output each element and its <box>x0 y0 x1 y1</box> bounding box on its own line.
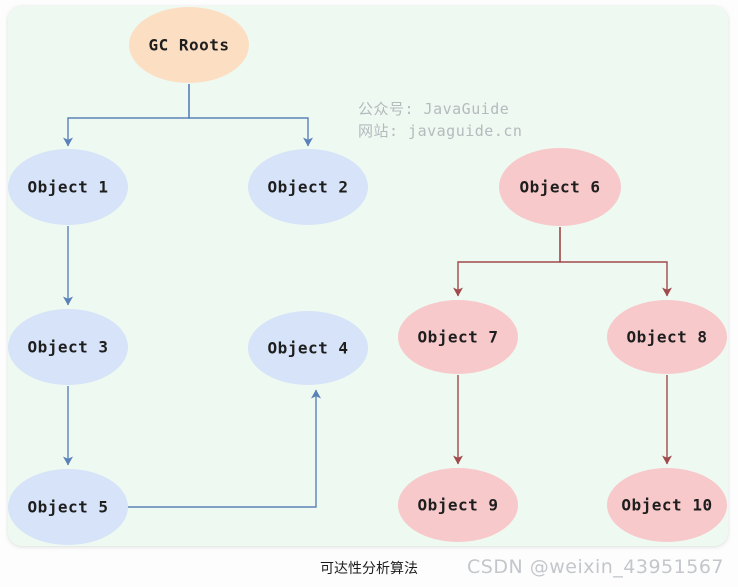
nodes: GC Roots Object 1 Object 2 Object 3 Obje… <box>8 7 727 545</box>
edge-object6-to-object8 <box>559 227 672 297</box>
node-object-4: Object 4 <box>248 311 368 385</box>
edge-gcroots-to-object2 <box>188 84 313 147</box>
node-object-7-shape <box>398 300 518 374</box>
node-object-2-shape <box>248 149 368 225</box>
node-object-9-shape <box>398 468 518 542</box>
node-object-10-label: Object 10 <box>621 496 712 515</box>
node-object-6-label: Object 6 <box>519 178 600 197</box>
javaguide-watermark: 公众号: JavaGuide 网站: javaguide.cn <box>358 98 522 142</box>
node-object-6: Object 6 <box>499 148 621 226</box>
node-object-10-shape <box>607 468 727 542</box>
node-object-4-label: Object 4 <box>267 339 348 358</box>
node-gc-roots: GC Roots <box>129 7 249 83</box>
node-gc-roots-shape <box>129 7 249 83</box>
node-object-6-shape <box>499 148 621 226</box>
edge-object6-to-object7 <box>453 227 561 297</box>
node-object-2-label: Object 2 <box>267 178 348 197</box>
node-object-1-label: Object 1 <box>27 178 108 197</box>
node-object-3-label: Object 3 <box>27 338 108 357</box>
node-object-4-shape <box>248 311 368 385</box>
node-object-5: Object 5 <box>8 469 128 545</box>
node-object-5-label: Object 5 <box>27 498 108 517</box>
node-object-9: Object 9 <box>398 468 518 542</box>
node-object-1: Object 1 <box>8 149 128 225</box>
diagram-panel <box>8 6 728 546</box>
csdn-credit-watermark: CSDN @weixin_43951567 <box>467 556 724 578</box>
node-object-3: Object 3 <box>8 309 128 385</box>
node-object-1-shape <box>8 149 128 225</box>
edges <box>63 84 672 508</box>
node-object-7: Object 7 <box>398 300 518 374</box>
node-object-2: Object 2 <box>248 149 368 225</box>
edge-gcroots-to-object1 <box>63 84 190 147</box>
node-object-5-shape <box>8 469 128 545</box>
node-object-3-shape <box>8 309 128 385</box>
node-object-8-shape <box>607 300 727 374</box>
node-object-8-label: Object 8 <box>626 328 707 347</box>
node-object-10: Object 10 <box>607 468 727 542</box>
watermark-line-1: 公众号: JavaGuide <box>358 100 510 118</box>
watermark-line-2: 网站: javaguide.cn <box>358 122 523 140</box>
edge-object5-to-object4 <box>127 389 321 508</box>
node-object-7-label: Object 7 <box>417 328 498 347</box>
node-object-9-label: Object 9 <box>417 496 498 515</box>
diagram-caption: 可达性分析算法 <box>320 561 418 577</box>
node-gc-roots-label: GC Roots <box>148 36 229 55</box>
node-object-8: Object 8 <box>607 300 727 374</box>
